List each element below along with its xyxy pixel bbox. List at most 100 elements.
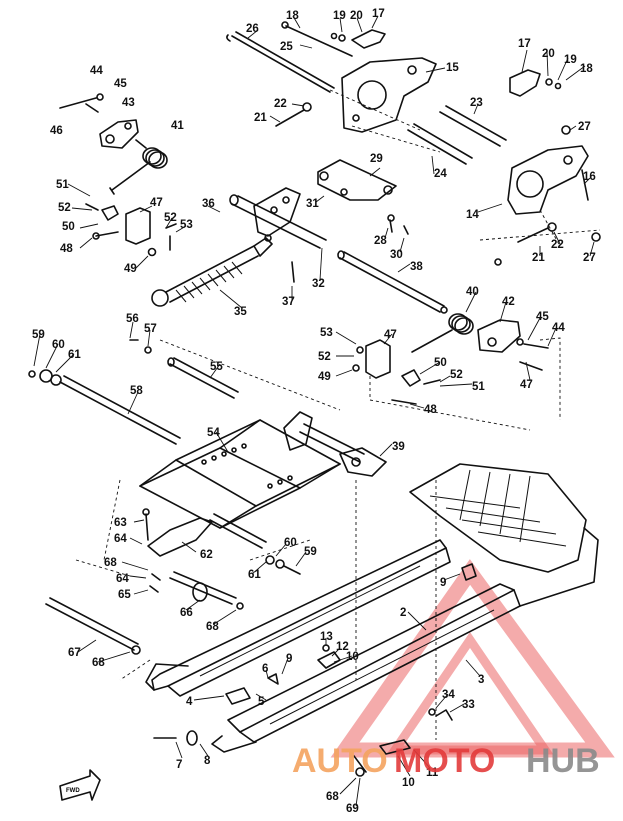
bracket-39 xyxy=(283,411,313,451)
callout-35: 35 xyxy=(234,306,247,318)
callout-22a: 22 xyxy=(274,98,287,110)
arm-bracket-31 xyxy=(253,187,301,237)
callout-52a: 52 xyxy=(58,202,71,214)
callout-41: 41 xyxy=(171,120,184,132)
callout-5: 5 xyxy=(258,696,265,708)
block-47b xyxy=(365,339,391,379)
front-arm-group xyxy=(151,159,448,314)
clip-17a xyxy=(351,29,386,49)
callout-59b: 59 xyxy=(304,546,317,558)
callout-36: 36 xyxy=(202,198,215,210)
bolt-21a xyxy=(275,109,305,127)
lower-frame-group xyxy=(28,339,387,681)
callout-21b: 21 xyxy=(532,252,545,264)
callout-2: 2 xyxy=(400,607,406,619)
wear-block-4 xyxy=(225,687,251,705)
callout-48a: 48 xyxy=(60,243,73,255)
slide-arm-54 xyxy=(139,419,341,549)
callout-10a: 10 xyxy=(346,651,359,663)
track-plate xyxy=(409,463,587,573)
callout-14: 14 xyxy=(466,209,479,221)
callout-68b: 68 xyxy=(206,621,219,633)
callout-17b: 17 xyxy=(518,38,531,50)
callout-50b: 50 xyxy=(434,357,447,369)
callout-7: 7 xyxy=(176,759,182,771)
arm-62 xyxy=(147,517,213,557)
tube-36 xyxy=(231,195,327,249)
callout-11: 11 xyxy=(426,767,439,779)
callout-42: 42 xyxy=(502,296,515,308)
callout-45b: 45 xyxy=(536,311,549,323)
callout-labels: 18 19 20 17 26 25 17 20 19 18 15 44 45 4… xyxy=(32,8,596,815)
bracket-42 xyxy=(477,319,521,353)
callout-19a: 19 xyxy=(333,10,346,22)
callout-15: 15 xyxy=(446,62,459,74)
leader-lines xyxy=(33,15,595,807)
callout-53a: 53 xyxy=(180,219,193,231)
callout-50a: 50 xyxy=(62,221,75,233)
callout-47b: 47 xyxy=(384,329,397,341)
bracket-14 xyxy=(507,145,589,215)
rear-arm-bracket-group xyxy=(226,21,601,266)
fwd-label: FWD xyxy=(66,788,80,794)
callout-43: 43 xyxy=(122,97,135,109)
callout-9a: 9 xyxy=(440,577,446,589)
callout-62: 62 xyxy=(200,549,213,561)
rod-24 xyxy=(407,123,473,165)
callout-44a: 44 xyxy=(90,65,103,77)
callout-47c: 47 xyxy=(520,379,533,391)
callout-12: 12 xyxy=(336,641,349,653)
callout-16: 16 xyxy=(583,171,596,183)
callout-56: 56 xyxy=(126,313,139,325)
callout-60a: 60 xyxy=(52,339,65,351)
watermark-auto: AUTO xyxy=(292,742,388,780)
rod-25 xyxy=(285,25,353,57)
callout-46: 46 xyxy=(50,125,63,137)
callout-51b: 51 xyxy=(472,381,485,393)
watermark-triangle-outer xyxy=(330,559,615,758)
callout-51a: 51 xyxy=(56,179,69,191)
callout-25: 25 xyxy=(280,41,293,53)
callout-37: 37 xyxy=(282,296,295,308)
callout-48b: 48 xyxy=(424,404,437,416)
callout-67: 67 xyxy=(68,647,81,659)
callout-18a: 18 xyxy=(286,10,299,22)
shock-absorber-35 xyxy=(151,234,273,307)
callout-29: 29 xyxy=(370,153,383,165)
left-spring-group xyxy=(59,93,177,257)
watermark-triangle-inner xyxy=(386,632,554,755)
callout-8: 8 xyxy=(204,755,211,767)
callout-52b: 52 xyxy=(164,212,177,224)
callout-26: 26 xyxy=(246,23,259,35)
callout-33: 33 xyxy=(462,699,475,711)
callout-53b: 53 xyxy=(320,327,333,339)
callout-57: 57 xyxy=(144,323,157,335)
rod-55 xyxy=(169,357,239,399)
callout-69: 69 xyxy=(346,803,359,815)
callout-59a: 59 xyxy=(32,329,45,341)
forward-arrow-icon: FWD xyxy=(59,769,101,801)
callout-58: 58 xyxy=(130,385,143,397)
callout-38: 38 xyxy=(410,261,423,273)
callout-4: 4 xyxy=(186,696,193,708)
callout-47a: 47 xyxy=(150,197,163,209)
callout-6: 6 xyxy=(262,663,268,675)
callout-65: 65 xyxy=(118,589,131,601)
watermark-logo xyxy=(330,559,615,758)
callout-64b: 64 xyxy=(116,573,129,585)
callout-28: 28 xyxy=(374,235,387,247)
callout-27a: 27 xyxy=(578,121,591,133)
callout-45a: 45 xyxy=(114,78,127,90)
callout-63: 63 xyxy=(114,517,127,529)
callout-49a: 49 xyxy=(124,263,137,275)
rod-26 xyxy=(231,31,335,93)
bracket-43 xyxy=(99,119,139,149)
torsion-spring-40 xyxy=(411,313,474,353)
callout-23: 23 xyxy=(470,97,483,109)
callout-60b: 60 xyxy=(284,537,297,549)
callout-54: 54 xyxy=(207,427,220,439)
callout-61b: 61 xyxy=(248,569,261,581)
callout-52c: 52 xyxy=(318,351,331,363)
callout-68c: 68 xyxy=(92,657,105,669)
